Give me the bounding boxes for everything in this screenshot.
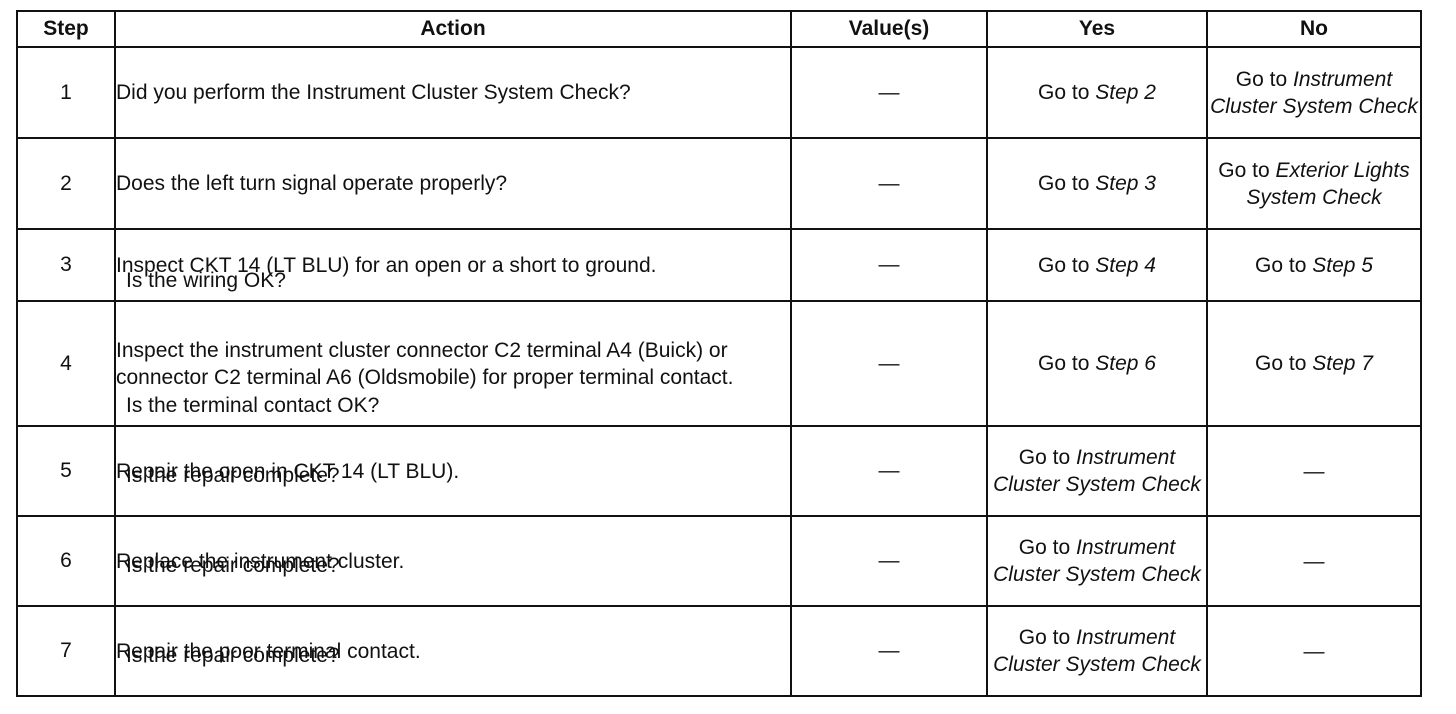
no-link[interactable]: Exterior Lights System Check xyxy=(1246,158,1410,209)
step-number: 2 xyxy=(16,137,116,230)
yes-cell: Go to Instrument Cluster System Check xyxy=(986,605,1208,697)
action-text: Replace the instrument cluster. xyxy=(116,549,405,573)
step-number: 6 xyxy=(16,515,116,607)
step-number: 7 xyxy=(16,605,116,697)
no-prefix: Go to xyxy=(1235,67,1293,91)
no-value: — xyxy=(1303,459,1325,483)
action-text: Does the left turn signal operate proper… xyxy=(116,172,508,195)
action-cell: Repair the poor terminal contact. Is the… xyxy=(114,605,792,697)
table-row: 3 Inspect CKT 14 (LT BLU) for an open or… xyxy=(16,228,1422,302)
no-prefix: Go to xyxy=(1218,158,1276,182)
yes-cell: Go to Step 2 xyxy=(986,46,1208,139)
action-text: Did you perform the Instrument Cluster S… xyxy=(116,81,631,104)
action-text: Inspect the instrument cluster connector… xyxy=(116,338,734,389)
action-cell: Replace the instrument cluster. Is the r… xyxy=(114,515,792,607)
step-number: 1 xyxy=(16,46,116,139)
table-row: 6 Replace the instrument cluster. Is the… xyxy=(16,515,1422,607)
step-number: 3 xyxy=(16,228,116,302)
no-prefix: Go to xyxy=(1255,253,1313,277)
value-cell: — xyxy=(790,46,988,139)
value-cell: — xyxy=(790,228,988,302)
action-cell: Did you perform the Instrument Cluster S… xyxy=(114,46,792,139)
no-link[interactable]: Instrument Cluster System Check xyxy=(1210,67,1418,118)
step-number: 5 xyxy=(16,425,116,517)
yes-prefix: Go to xyxy=(1018,626,1076,649)
no-cell: Go to Exterior Lights System Check xyxy=(1206,137,1422,230)
yes-cell: Go to Instrument Cluster System Check xyxy=(986,515,1208,607)
header-values: Value(s) xyxy=(790,10,988,48)
no-cell: Go to Instrument Cluster System Check xyxy=(1206,46,1422,139)
header-step: Step xyxy=(16,10,116,48)
yes-prefix: Go to xyxy=(1018,536,1076,559)
value-cell: — xyxy=(790,515,988,607)
table-row: 7 Repair the poor terminal contact. Is t… xyxy=(16,605,1422,697)
value-cell: — xyxy=(790,137,988,230)
yes-link[interactable]: Step 6 xyxy=(1095,352,1156,375)
no-prefix: Go to xyxy=(1255,352,1313,375)
action-text: Repair the open in CKT 14 (LT BLU). xyxy=(116,459,460,483)
table-row: 5 Repair the open in CKT 14 (LT BLU). Is… xyxy=(16,425,1422,517)
yes-link[interactable]: Step 2 xyxy=(1095,81,1156,104)
action-question: Is the repair complete? xyxy=(126,554,340,577)
action-question: Is the repair complete? xyxy=(126,644,340,667)
table-row: 2 Does the left turn signal operate prop… xyxy=(16,137,1422,230)
no-link[interactable]: Step 7 xyxy=(1312,352,1373,375)
yes-prefix: Go to xyxy=(1038,253,1096,277)
action-text: Inspect CKT 14 (LT BLU) for an open or a… xyxy=(116,253,657,277)
value-cell: — xyxy=(790,605,988,697)
yes-prefix: Go to xyxy=(1038,352,1096,375)
no-value: — xyxy=(1303,639,1325,663)
value-cell: — xyxy=(790,425,988,517)
no-cell: — xyxy=(1206,515,1422,607)
yes-cell: Go to Step 6 xyxy=(986,300,1208,427)
no-cell: Go to Step 7 xyxy=(1206,300,1422,427)
header-no: No xyxy=(1206,10,1422,48)
yes-cell: Go to Step 4 xyxy=(986,228,1208,302)
yes-prefix: Go to xyxy=(1018,446,1076,469)
table-row: 1 Did you perform the Instrument Cluster… xyxy=(16,46,1422,139)
action-question: Is the terminal contact OK? xyxy=(126,394,380,417)
action-question: Is the wiring OK? xyxy=(126,269,286,292)
yes-cell: Go to Step 3 xyxy=(986,137,1208,230)
value-cell: — xyxy=(790,300,988,427)
no-cell: — xyxy=(1206,605,1422,697)
diagnostic-table: Step Action Value(s) Yes No 1 Did you pe… xyxy=(16,10,1422,697)
no-cell: Go to Step 5 xyxy=(1206,228,1422,302)
action-question: Is the repair complete? xyxy=(126,464,340,487)
no-value: — xyxy=(1303,549,1325,573)
header-row: Step Action Value(s) Yes No xyxy=(16,10,1422,48)
action-text: Repair the poor terminal contact. xyxy=(116,639,421,663)
yes-link[interactable]: Instrument Cluster System Check xyxy=(993,446,1201,496)
action-cell: Inspect CKT 14 (LT BLU) for an open or a… xyxy=(114,228,792,302)
yes-link[interactable]: Instrument Cluster System Check xyxy=(993,626,1201,676)
yes-cell: Go to Instrument Cluster System Check xyxy=(986,425,1208,517)
no-link[interactable]: Step 5 xyxy=(1312,253,1373,277)
action-cell: Repair the open in CKT 14 (LT BLU). Is t… xyxy=(114,425,792,517)
yes-link[interactable]: Instrument Cluster System Check xyxy=(993,536,1201,586)
header-action: Action xyxy=(114,10,792,48)
yes-link[interactable]: Step 4 xyxy=(1095,253,1156,277)
yes-prefix: Go to xyxy=(1038,172,1096,195)
table-row: 4 Inspect the instrument cluster connect… xyxy=(16,300,1422,427)
header-yes: Yes xyxy=(986,10,1208,48)
step-number: 4 xyxy=(16,300,116,427)
yes-prefix: Go to xyxy=(1038,81,1096,104)
action-cell: Inspect the instrument cluster connector… xyxy=(114,300,792,427)
yes-link[interactable]: Step 3 xyxy=(1095,172,1156,195)
no-cell: — xyxy=(1206,425,1422,517)
action-cell: Does the left turn signal operate proper… xyxy=(114,137,792,230)
